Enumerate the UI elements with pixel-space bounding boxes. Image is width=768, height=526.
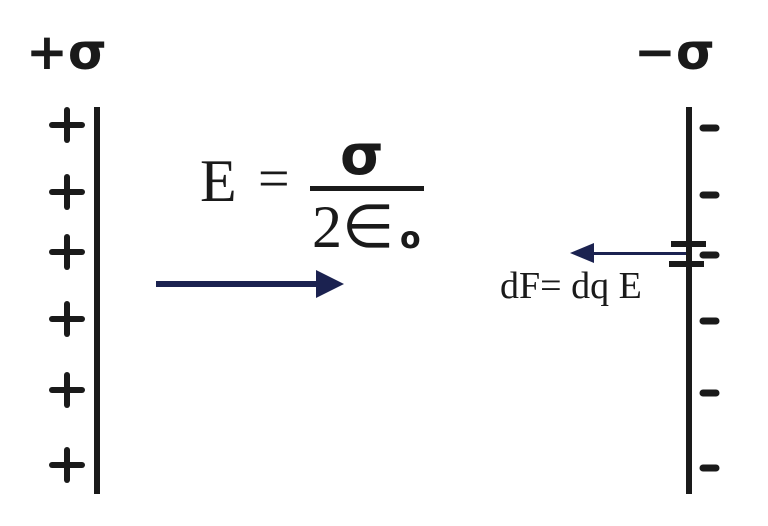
formula-subscript: o (400, 221, 421, 256)
formula-numerator: σ (340, 123, 384, 188)
fraction-bar (310, 186, 424, 191)
force-label: dF= dq E (500, 265, 642, 307)
left-plate-label: +σ (26, 23, 107, 81)
dq-element (669, 241, 706, 267)
formula-equals: = (258, 148, 290, 210)
formula-denominator: 2∈ (312, 194, 395, 260)
force-arrow (570, 243, 686, 263)
field-arrow (156, 270, 344, 298)
minus-charges (699, 124, 720, 472)
formula-lhs: E (200, 148, 237, 214)
plus-charges (49, 107, 85, 483)
right-plate-label: −σ (634, 23, 715, 81)
